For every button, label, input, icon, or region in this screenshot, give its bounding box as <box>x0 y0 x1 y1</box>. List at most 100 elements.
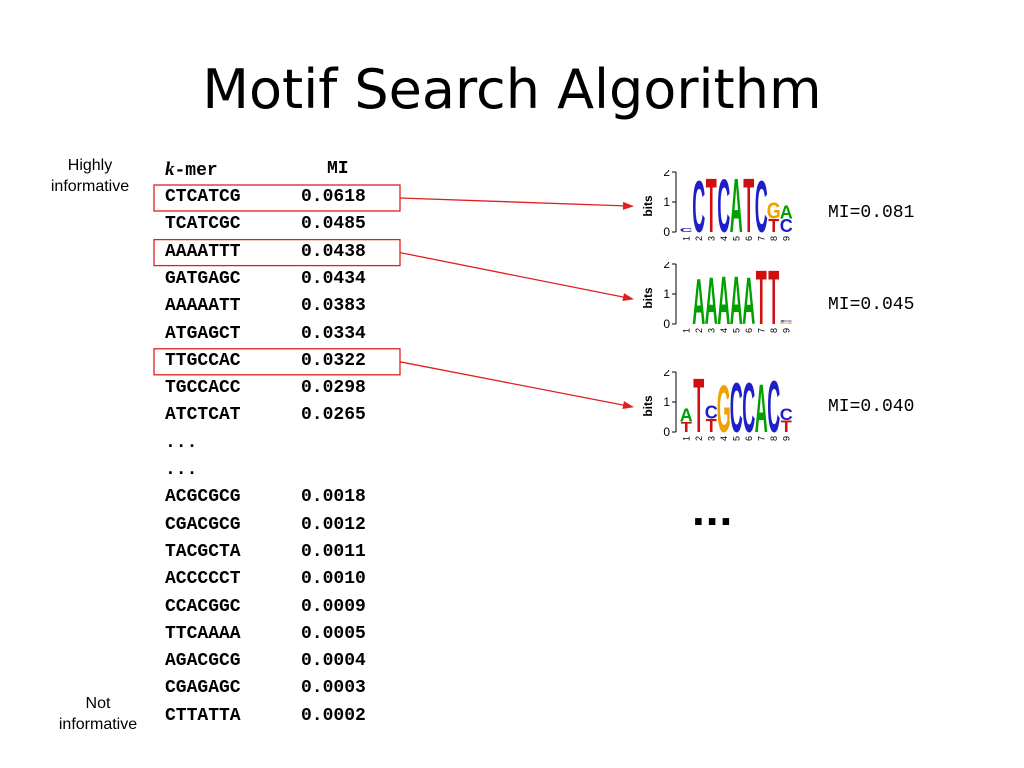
mi-cell: 0.0012 <box>301 514 366 535</box>
mi-cell: 0.0003 <box>301 678 366 699</box>
mi-header: MI <box>327 159 349 179</box>
kmer-cell: CGAGAGC <box>165 678 241 699</box>
kmer-cell: CCACGGC <box>165 596 241 617</box>
highlight-box <box>153 184 401 212</box>
kmer-cell: CGACGCG <box>165 514 241 535</box>
table-row: TCATCGC 0.0485 <box>165 214 366 241</box>
arrow-head <box>622 201 634 210</box>
not-informative-line1: Not <box>85 695 111 712</box>
logo-letter-A: A <box>692 267 705 339</box>
position-label: 8 <box>769 236 779 241</box>
not-informative-label: Not informative <box>46 693 150 735</box>
table-row: TTCAAAA 0.0005 <box>165 623 366 651</box>
position-label: 5 <box>731 328 741 333</box>
kmer-rest-header: -mer <box>174 161 218 181</box>
table-row: TTGCCAC 0.0322 <box>165 350 366 378</box>
kmer-cell: AAAAATT <box>165 296 241 317</box>
bits-axis-label: bits <box>641 287 655 309</box>
logo-letter-G: G <box>779 322 793 325</box>
logo-letter-T: T <box>706 415 718 436</box>
mi-cell: 0.0485 <box>301 214 366 235</box>
logo-letter-A: A <box>717 262 730 339</box>
mi-cell: 0.0005 <box>301 623 366 644</box>
not-informative-line2: informative <box>58 716 138 733</box>
logo-letter-C: C <box>780 405 793 424</box>
kmer-cell: AGACGCG <box>165 651 241 672</box>
y-tick-label: 1 <box>663 395 670 409</box>
logo-letter-T: T <box>756 262 767 341</box>
logo-letter-A: A <box>730 262 743 339</box>
mi-cell: 0.0265 <box>301 405 366 426</box>
position-label: 3 <box>706 436 716 441</box>
logo-letter-A: A <box>730 170 743 249</box>
position-label: 1 <box>681 436 691 441</box>
logo-mi-label: MI=0.040 <box>828 397 915 417</box>
mi-cell: 0.0618 <box>301 187 366 207</box>
mi-cell: 0.0011 <box>301 541 366 562</box>
kmer-cell: ... <box>165 432 198 453</box>
kmer-k-header: k <box>165 159 175 180</box>
kmer-cell: TTCAAAA <box>165 623 241 644</box>
y-tick-label: 2 <box>663 170 670 179</box>
position-label: 9 <box>781 236 791 241</box>
arrow-head <box>622 401 634 409</box>
logo-letter-C: C <box>755 170 768 248</box>
logo-letter-C: C <box>705 401 718 422</box>
y-tick-label: 0 <box>663 225 670 239</box>
mi-cell: 0.0018 <box>301 487 366 508</box>
y-tick-label: 0 <box>663 425 670 439</box>
bits-axis-label: bits <box>641 395 655 417</box>
logo-letter-A: A <box>780 201 793 222</box>
position-label: 7 <box>756 236 766 241</box>
arrow-head <box>622 293 634 301</box>
table-row: AAAAATT 0.0383 <box>165 296 366 323</box>
position-label: 5 <box>731 436 741 441</box>
kmer-cell: TCATCGC <box>165 214 241 235</box>
kmer-cell: TACGCTA <box>165 541 241 562</box>
logo-letter-C: C <box>692 170 705 248</box>
kmer-cell: AAAATTT <box>165 241 241 262</box>
kmer-cell: TTGCCAC <box>165 350 241 371</box>
highly-informative-line1: Highly <box>67 157 113 174</box>
mi-cell: 0.0322 <box>301 350 366 371</box>
logo-letter-G: G <box>717 373 731 447</box>
logo-letter-A: A <box>742 265 755 339</box>
position-label: 6 <box>744 236 754 241</box>
logo-letter-C: C <box>780 320 793 323</box>
y-tick-label: 2 <box>663 370 670 379</box>
position-label: 4 <box>719 236 729 241</box>
mi-cell: 0.0004 <box>301 651 366 672</box>
logo-letter-T: T <box>681 420 692 436</box>
logo-letter-A: A <box>680 404 693 425</box>
mi-cell: 0.0434 <box>301 268 366 289</box>
position-label: 4 <box>719 436 729 441</box>
position-label: 7 <box>756 328 766 333</box>
logo-letter-C: C <box>742 370 755 447</box>
logo-letter-T: T <box>693 370 704 449</box>
mi-cell: 0.0383 <box>301 296 366 317</box>
logo-letter-A: A <box>755 370 768 447</box>
logo-letter-C: C <box>730 370 743 447</box>
highlight-box <box>153 348 401 376</box>
position-label: 9 <box>781 328 791 333</box>
position-label: 1 <box>681 328 691 333</box>
highly-informative-line2: informative <box>50 178 130 195</box>
position-label: 1 <box>681 236 691 241</box>
arrow-line <box>399 197 629 207</box>
logo-letter-A: A <box>705 265 718 339</box>
position-label: 2 <box>694 236 704 241</box>
y-tick-label: 1 <box>663 287 670 301</box>
position-label: 6 <box>744 328 754 333</box>
position-label: 2 <box>694 436 704 441</box>
